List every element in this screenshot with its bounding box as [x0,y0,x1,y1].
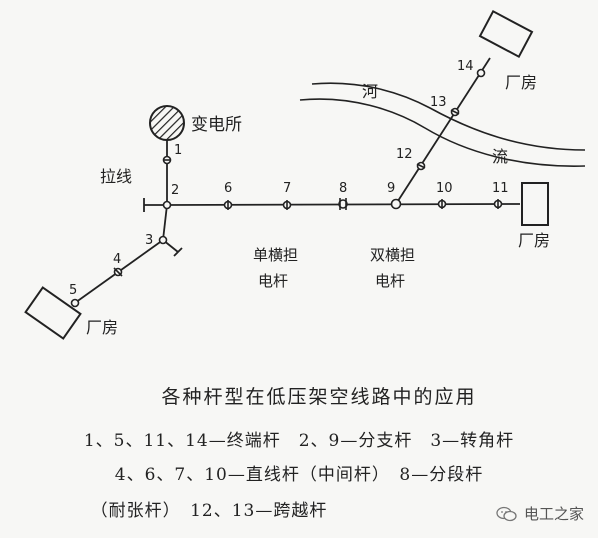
pole-number-13: 13 [430,95,447,110]
pole-number-1: 1 [174,143,182,158]
factory-top [478,9,534,59]
pole-8 [338,199,348,209]
river-bank-upper [311,82,586,151]
pole-3 [158,235,168,245]
caption-title: 各种杆型在低压架空线路中的应用 [161,386,477,408]
pole-number-12: 12 [396,147,413,162]
pole-number-9: 9 [387,181,395,196]
pole-number-4: 4 [113,252,121,267]
pole-number-11: 11 [492,181,509,196]
double-crossarm-label-2: 电杆 [375,272,405,290]
river-label-2: 流 [492,147,508,166]
pole-number-7: 7 [283,181,291,196]
substation-symbol [149,105,185,141]
pole-layout-diagram: 变电所 厂房 厂房 厂房 河 流 拉线 单横担 电杆 双横担 电杆 [24,9,586,340]
pole-number-14: 14 [457,59,474,74]
substation-label: 变电所 [191,115,242,135]
line-pole9-to-factory-top [395,57,491,205]
pole-number-5: 5 [69,283,77,298]
caption-line-2: 4、6、7、10—直线杆（中间杆） 8—分段杆 [114,465,484,485]
wechat-icon [496,506,518,522]
pole-2 [162,200,172,210]
guy-wire-label: 拉线 [100,167,132,186]
factory-left [24,286,82,340]
watermark: 电工之家 [496,503,584,524]
pole-number-3: 3 [145,233,153,248]
watermark-text: 电工之家 [523,505,584,523]
pole-number-10: 10 [436,181,453,196]
factory-right [521,182,549,226]
pole-number-2: 2 [171,183,179,198]
caption-line-1: 1、5、11、14—终端杆 2、9—分支杆 3—转角杆 [83,431,515,451]
line-pole2-to-pole3 [162,204,168,241]
pole-14 [476,68,486,78]
double-crossarm-label-1: 双横担 [370,246,415,264]
factory-left-label: 厂房 [86,318,118,337]
pole-number-6: 6 [224,181,232,196]
pole-number-8: 8 [339,181,347,196]
caption-line-3: （耐张杆） 12、13—跨越杆 [90,501,328,521]
single-crossarm-label-1: 单横担 [253,246,298,264]
single-crossarm-label-2: 电杆 [258,272,288,290]
river-label-1: 河 [362,82,378,101]
factory-right-label: 厂房 [518,231,550,250]
factory-top-label: 厂房 [505,73,537,92]
river-bank-lower [299,98,586,167]
pole-5 [70,298,80,308]
pole-9 [390,198,402,210]
